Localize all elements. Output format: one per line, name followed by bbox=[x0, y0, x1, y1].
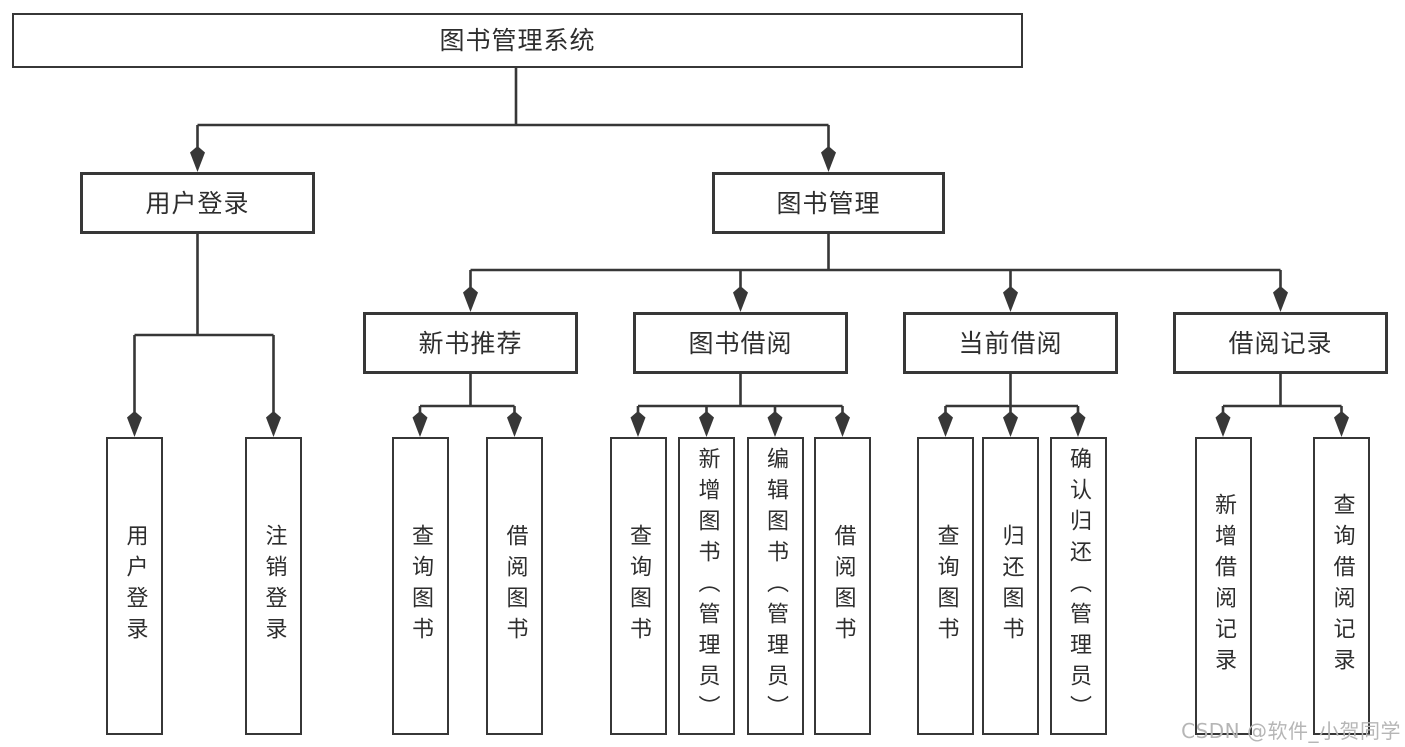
csdn-watermark: CSDN @软件_小贺同学 bbox=[1181, 719, 1401, 743]
node-borrowing-records: 借阅记录 bbox=[1173, 312, 1388, 374]
leaf-confirm-return-admin: 确认归还（管理员） bbox=[1049, 437, 1107, 735]
leaf-borrow-books-recommend: 借阅图书 bbox=[486, 437, 543, 735]
leaf-query-books-current: 查询图书 bbox=[917, 437, 974, 735]
leaf-query-books-borrowing: 查询图书 bbox=[609, 437, 667, 735]
leaf-add-borrow-record: 新增借阅记录 bbox=[1194, 437, 1252, 735]
node-new-book-recommendation: 新书推荐 bbox=[363, 312, 578, 374]
leaf-user-login: 用户登录 bbox=[106, 437, 163, 735]
node-user-login: 用户登录 bbox=[80, 172, 315, 234]
leaf-logout: 注销登录 bbox=[245, 437, 302, 735]
node-book-borrowing: 图书借阅 bbox=[633, 312, 848, 374]
leaf-add-book-admin: 新增图书（管理员） bbox=[678, 437, 735, 735]
node-book-management: 图书管理 bbox=[712, 172, 945, 234]
leaf-return-book: 归还图书 bbox=[982, 437, 1039, 735]
leaf-edit-book-admin: 编辑图书（管理员） bbox=[746, 437, 804, 735]
leaf-query-books-recommend: 查询图书 bbox=[391, 437, 449, 735]
leaf-query-borrow-record: 查询借阅记录 bbox=[1313, 437, 1370, 735]
node-book-management-system: 图书管理系统 bbox=[12, 13, 1023, 68]
leaf-borrow-books-borrowing: 借阅图书 bbox=[814, 437, 871, 735]
node-current-borrowing: 当前借阅 bbox=[903, 312, 1118, 374]
